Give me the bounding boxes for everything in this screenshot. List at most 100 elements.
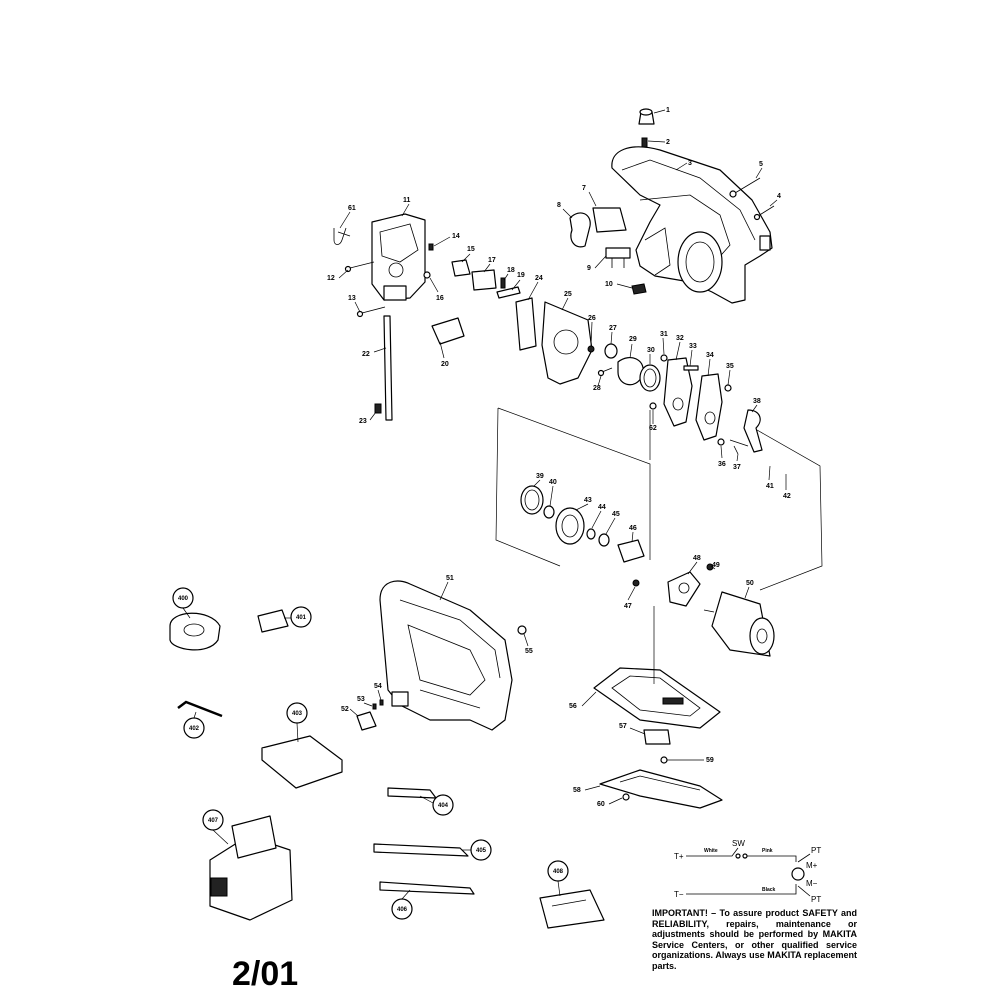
motor-terminal-icon [791,867,805,881]
part-label-43: 43 [584,497,592,504]
part-label-33: 33 [689,343,697,350]
wiring-pink: Pink [762,848,773,854]
accessory-leaders [182,607,561,900]
part-label-40: 40 [549,479,557,486]
part-label-1: 1 [666,107,670,114]
assembly-guide-lines [495,407,823,684]
part-label-28: 28 [593,385,601,392]
part-label-31: 31 [660,331,668,338]
part-label-16: 16 [436,295,444,302]
part-label-55: 55 [525,648,533,655]
part-label-10: 10 [605,281,613,288]
wiring-diagram: T+ T− White SW Pink Black PT M+ M− PT [674,839,821,904]
part-label-41: 41 [766,483,774,490]
part-label-32: 32 [676,335,684,342]
callout-label-401: 401 [296,615,307,621]
part-label-58: 58 [573,787,581,794]
part-label-23: 23 [359,418,367,425]
part-label-38: 38 [753,398,761,405]
part-label-57: 57 [619,723,627,730]
part-label-35: 35 [726,363,734,370]
part-number-labels: 1 2 3 4 5 7 8 9 10 11 12 13 14 15 16 17 … [327,107,791,808]
part-label-45: 45 [612,511,620,518]
part-label-50: 50 [746,580,754,587]
date-stamp: 2/01 [232,955,299,993]
part-label-53: 53 [357,696,365,703]
part-label-39: 39 [536,473,544,480]
part-label-48: 48 [693,555,701,562]
callout-label-402: 402 [189,726,200,732]
wiring-t-minus: T− [674,890,684,899]
part-label-7: 7 [582,185,586,192]
part-label-62: 62 [649,425,657,432]
part-label-11: 11 [403,197,411,204]
part-label-29: 29 [629,336,637,343]
part-label-36: 36 [718,461,726,468]
part-label-14: 14 [452,233,460,240]
wiring-black: Black [762,887,776,893]
part-label-3: 3 [688,160,692,167]
part-label-25: 25 [564,291,572,298]
callout-label-405: 405 [476,848,487,854]
part-label-46: 46 [629,525,637,532]
upper-housing-assembly [569,108,775,304]
callout-label-408: 408 [553,869,564,875]
wiring-t-plus: T+ [674,852,684,861]
wiring-m-minus: M− [806,879,818,888]
part-label-9: 9 [587,265,591,272]
part-label-27: 27 [609,325,617,332]
motor-assembly [667,563,775,657]
part-label-52: 52 [341,706,349,713]
wiring-m-plus: M+ [806,861,818,870]
callout-401 [290,606,312,628]
part-label-17: 17 [488,257,496,264]
part-label-42: 42 [783,493,791,500]
wiring-sw: SW [732,839,745,848]
part-label-24: 24 [535,275,543,282]
switch-contact-icon [735,853,741,859]
part-label-59: 59 [706,757,714,764]
part-leaders [338,109,787,805]
wiring-pt-top: PT [811,846,821,855]
part-label-30: 30 [647,347,655,354]
part-label-20: 20 [441,361,449,368]
part-label-12: 12 [327,275,335,282]
part-label-37: 37 [733,464,741,471]
part-label-61: 61 [348,205,356,212]
part-label-51: 51 [446,575,454,582]
callout-label-406: 406 [397,907,408,913]
part-label-44: 44 [598,504,606,511]
wiring-white: White [704,848,718,854]
part-label-34: 34 [706,352,714,359]
part-label-54: 54 [374,683,382,690]
part-label-2: 2 [666,139,670,146]
callout-label-400: 400 [178,596,189,602]
handle-housing-assembly [356,580,527,731]
drive-gears-assembly [520,485,645,587]
part-label-49: 49 [712,562,720,569]
part-label-19: 19 [517,272,525,279]
accessories [169,609,605,929]
gear-housing-assembly [333,213,521,421]
part-label-5: 5 [759,161,763,168]
accessory-callouts: 400 401 402 403 404 405 406 407 408 [172,587,569,920]
plates-and-gears-assembly [515,297,763,455]
part-label-4: 4 [777,193,781,200]
part-label-8: 8 [557,202,561,209]
part-label-56: 56 [569,703,577,710]
wiring-pt-bottom: PT [811,895,821,904]
part-label-15: 15 [467,246,475,253]
callout-label-403: 403 [292,711,303,717]
part-label-18: 18 [507,267,515,274]
part-label-60: 60 [597,801,605,808]
part-label-13: 13 [348,295,356,302]
base-assembly [593,667,723,809]
part-label-26: 26 [588,315,596,322]
callout-label-407: 407 [208,818,219,824]
callout-404 [432,794,454,816]
important-notice: IMPORTANT! – To assure product SAFETY an… [652,908,857,971]
part-label-47: 47 [624,603,632,610]
part-label-22: 22 [362,351,370,358]
callout-label-404: 404 [438,803,449,809]
